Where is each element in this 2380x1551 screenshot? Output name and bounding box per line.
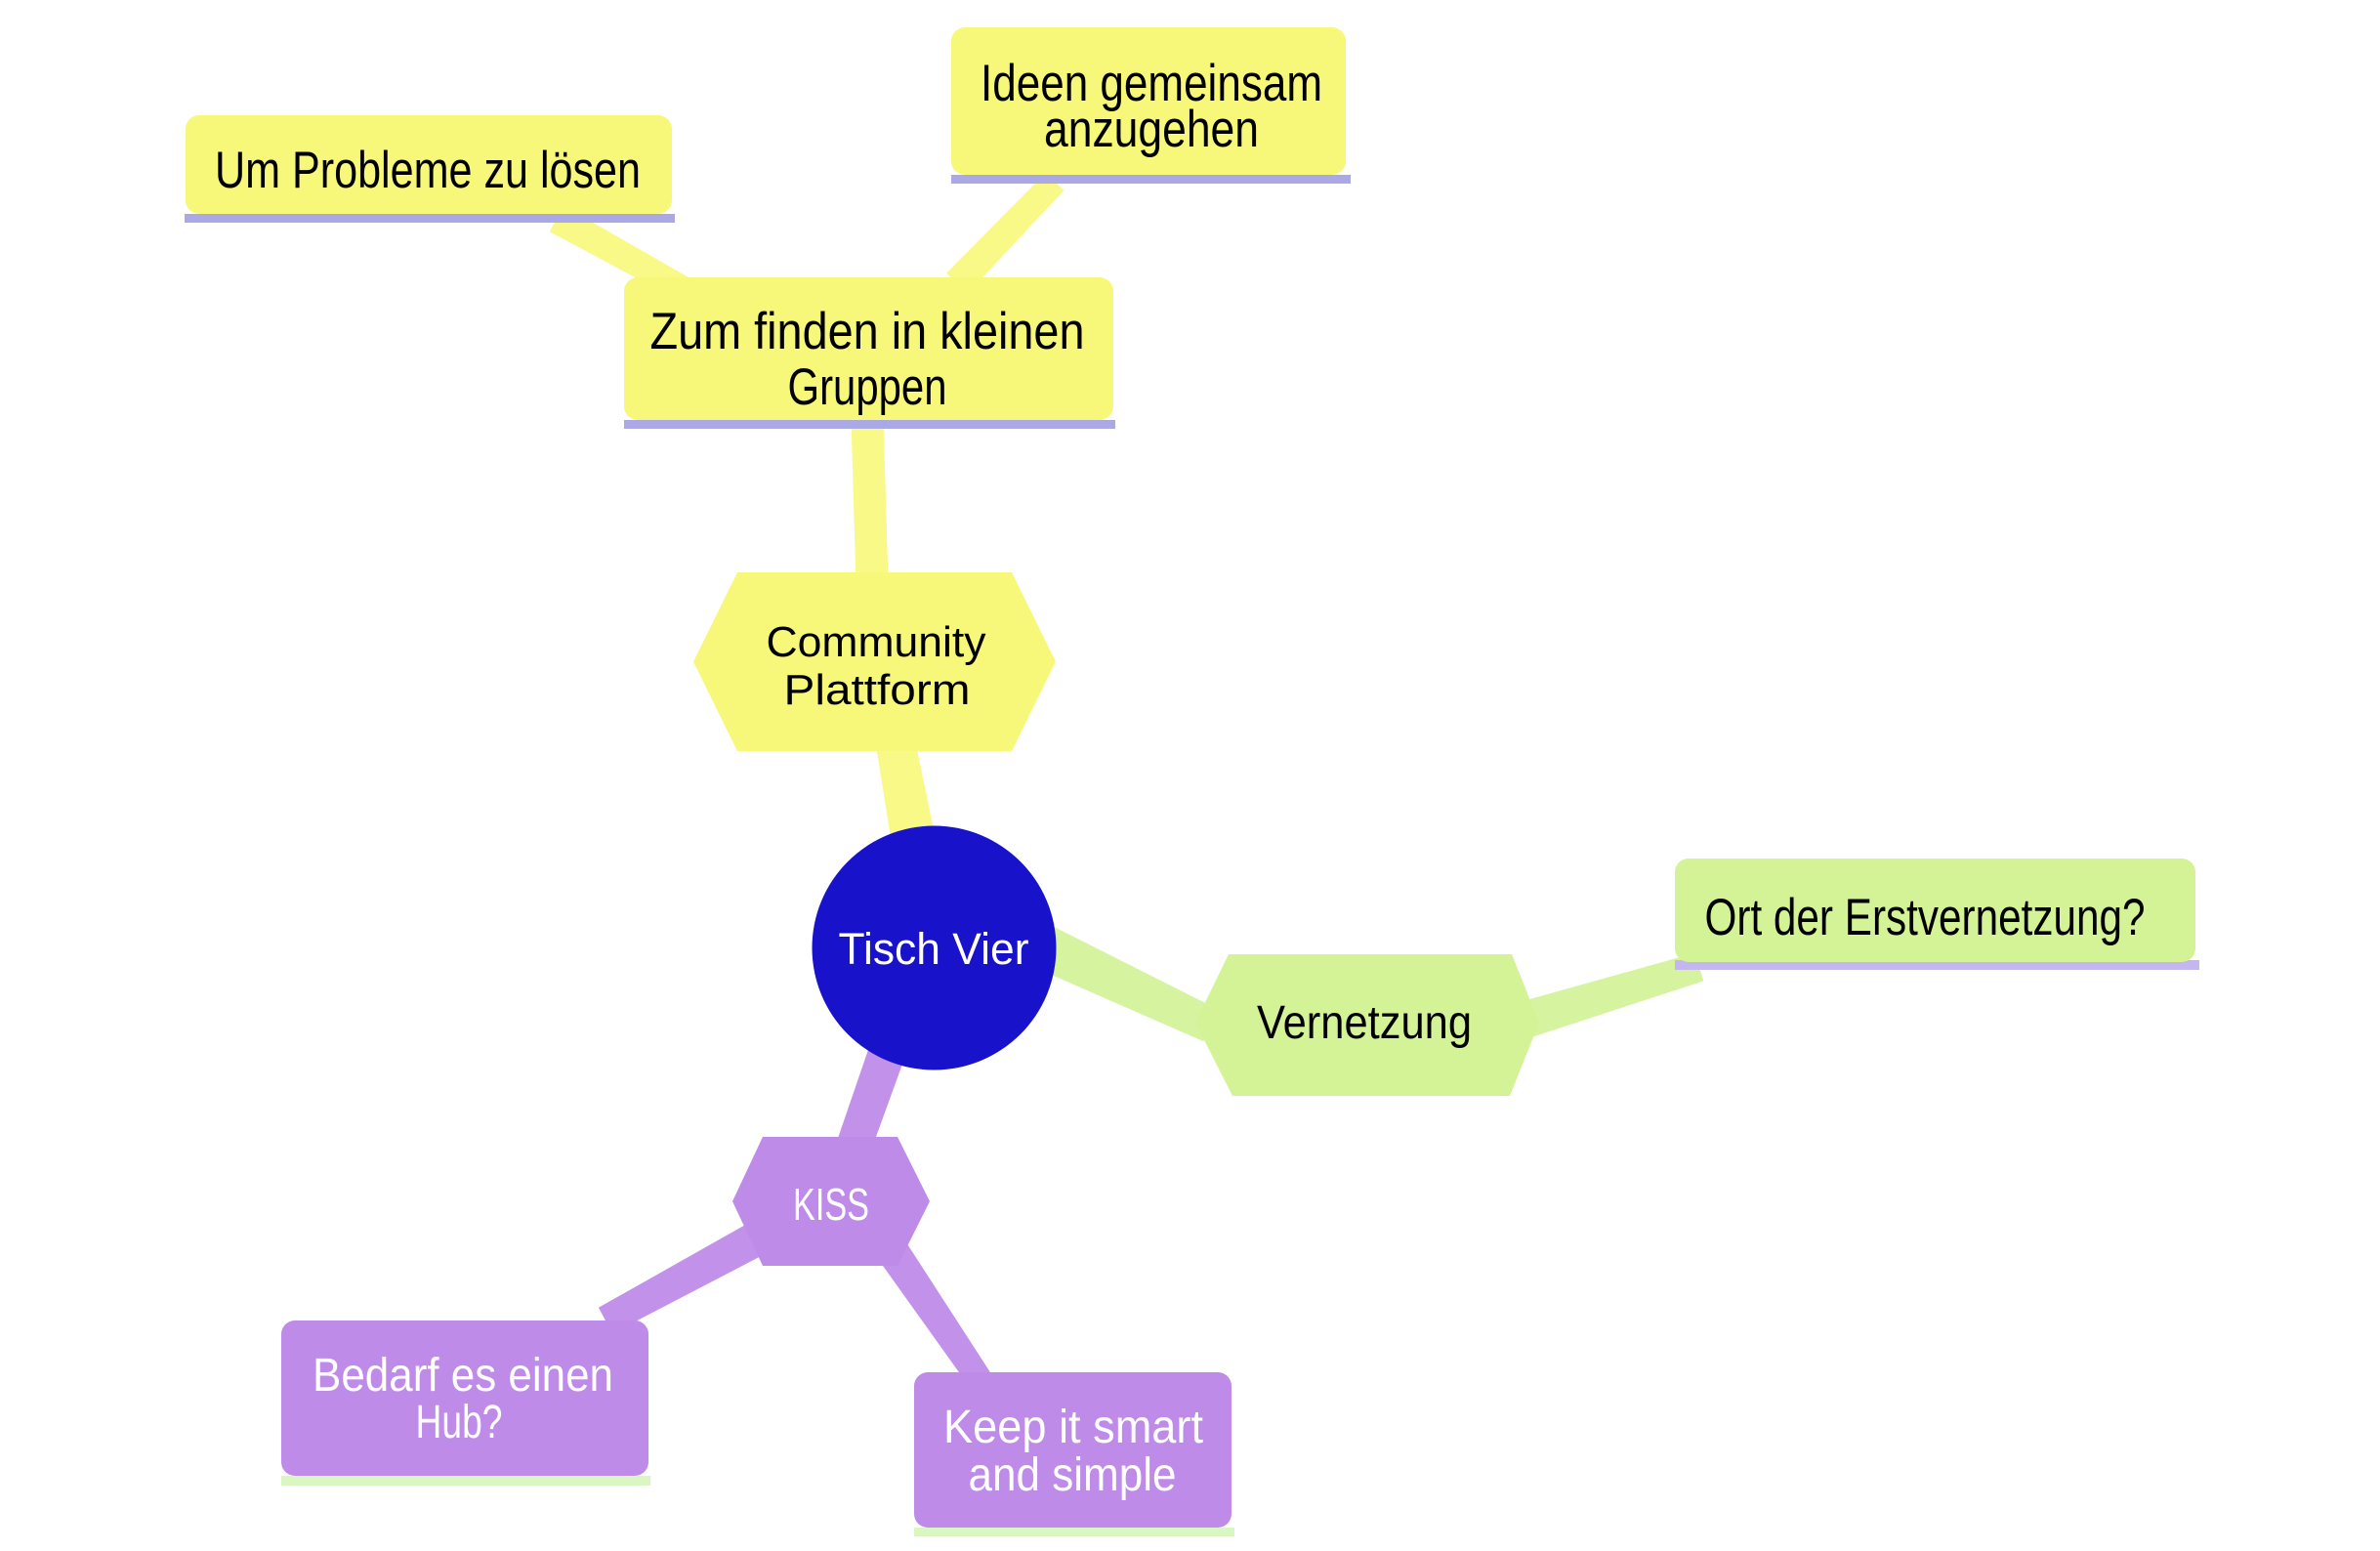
svg-text:Plattform: Plattform — [784, 666, 971, 714]
svg-text:Community: Community — [767, 618, 986, 666]
svg-text:Gruppen: Gruppen — [788, 358, 947, 416]
svg-text:Keep it smart: Keep it smart — [943, 1402, 1203, 1453]
svg-text:Ort der Erstvernetzung?: Ort der Erstvernetzung? — [1705, 889, 2146, 946]
svg-text:Um Probleme zu lösen: Um Probleme zu lösen — [215, 142, 641, 199]
svg-text:Bedarf es einen: Bedarf es einen — [313, 1350, 613, 1402]
svg-text:anzugehen: anzugehen — [1044, 101, 1259, 158]
svg-text:Tisch Vier: Tisch Vier — [839, 924, 1029, 974]
svg-text:Hub?: Hub? — [416, 1397, 503, 1448]
svg-text:Ideen gemeinsam: Ideen gemeinsam — [981, 55, 1322, 112]
svg-text:Zum finden in kleinen: Zum finden in kleinen — [650, 303, 1085, 360]
svg-text:KISS: KISS — [793, 1179, 869, 1230]
svg-text:Vernetzung: Vernetzung — [1257, 997, 1472, 1049]
svg-text:and simple: and simple — [969, 1449, 1177, 1501]
